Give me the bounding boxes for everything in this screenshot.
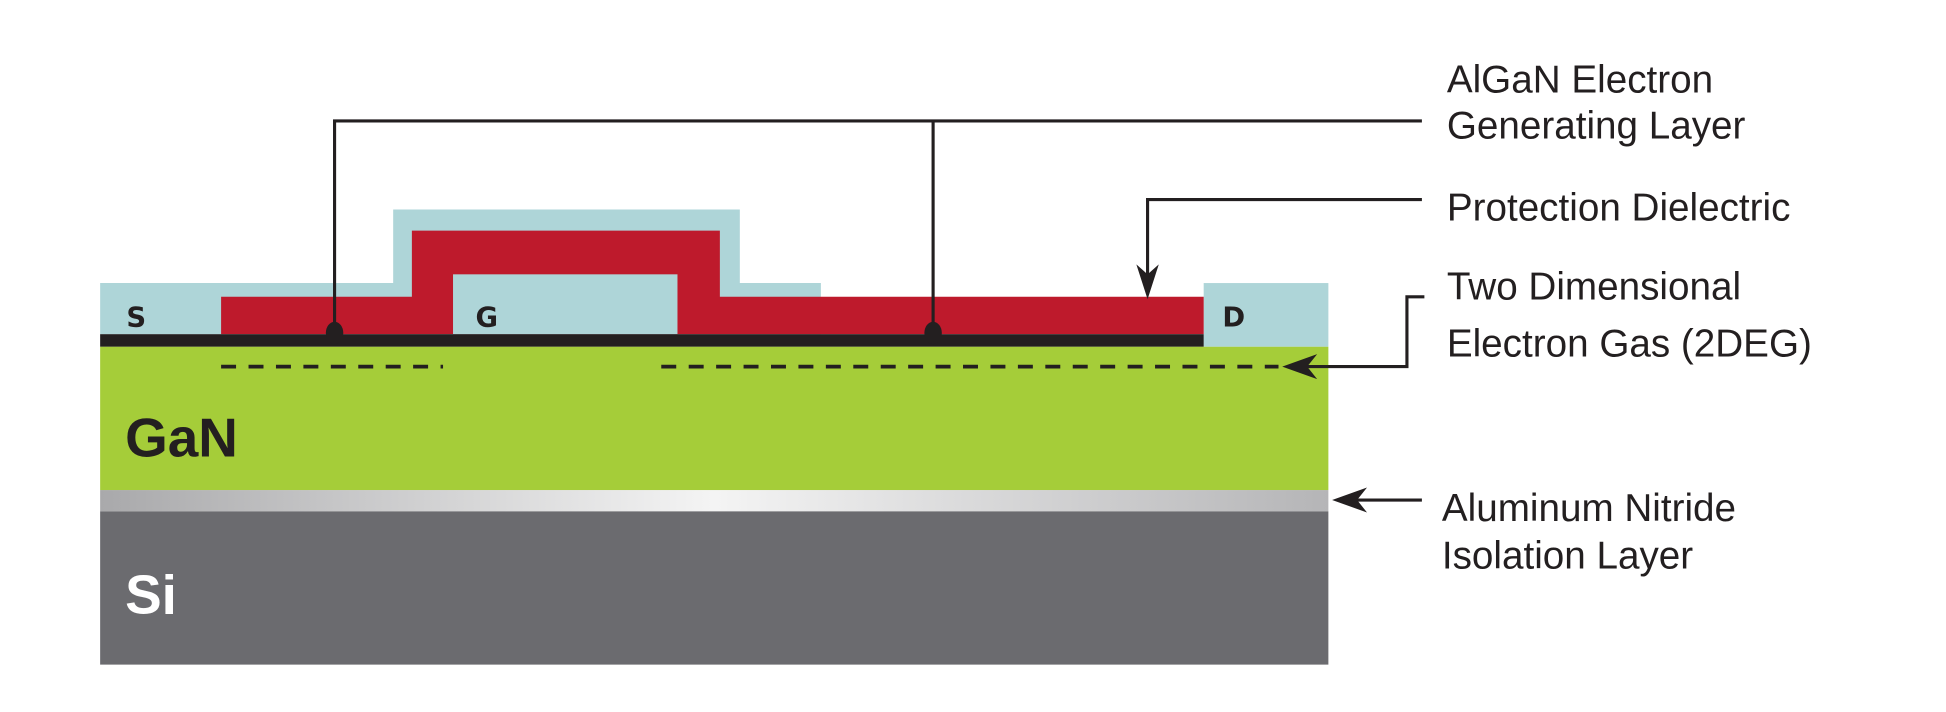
gate-contact bbox=[453, 274, 678, 335]
algan-label-line2: Generating Layer bbox=[1447, 104, 1746, 147]
gan-layer bbox=[100, 346, 1329, 491]
gate-label: G bbox=[475, 303, 498, 334]
drain-contact bbox=[1203, 283, 1329, 347]
2deg-arrow-icon bbox=[1282, 354, 1318, 380]
algan-label-line1: AlGaN Electron bbox=[1447, 58, 1713, 101]
2deg-callout-line bbox=[1292, 295, 1425, 369]
aln-label-line1: Aluminum Nitride bbox=[1442, 487, 1736, 530]
si-label: Si bbox=[125, 563, 177, 625]
gan-label: GaN bbox=[125, 406, 238, 468]
protection-arrow-icon bbox=[1136, 264, 1159, 300]
aln-arrow-icon bbox=[1332, 487, 1368, 513]
si-layer bbox=[100, 511, 1329, 665]
protection-label: Protection Dielectric bbox=[1447, 187, 1791, 230]
algan-dot-right bbox=[924, 321, 942, 345]
aln-label-line2: Isolation Layer bbox=[1442, 535, 1693, 578]
algan-callout-line bbox=[333, 119, 1422, 332]
algan-dot-left bbox=[325, 321, 344, 345]
aln-isolation-layer bbox=[100, 490, 1329, 512]
2deg-label-line2: Electron Gas (2DEG) bbox=[1447, 323, 1812, 366]
interface-line bbox=[100, 334, 1204, 347]
protection-callout-line bbox=[1146, 197, 1422, 287]
drain-label: D bbox=[1222, 303, 1245, 334]
2deg-label-line1: Two Dimensional bbox=[1447, 265, 1741, 308]
source-label: S bbox=[126, 303, 146, 334]
algan-layer bbox=[221, 230, 1204, 335]
